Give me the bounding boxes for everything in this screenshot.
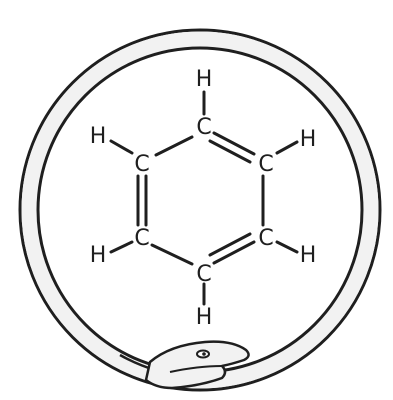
serpent-head [144, 340, 250, 390]
atom-h5: H [300, 243, 317, 268]
atom-h2: H [90, 124, 107, 149]
serpent-body-outer [18, 28, 382, 392]
bond-c4-c6-a [212, 240, 256, 265]
ouroboros-snake-icon [18, 28, 382, 392]
bonds [109, 90, 299, 306]
bond-c2-h2 [109, 139, 134, 155]
atom-h1: H [196, 67, 213, 92]
bond-c1-c3-b [208, 139, 252, 164]
atom-h6: H [196, 305, 213, 330]
bond-c1-c2 [154, 135, 194, 157]
atom-c3: C [258, 152, 273, 177]
atom-c5: C [134, 226, 149, 251]
atom-c6: C [196, 262, 211, 287]
bond-c5-h4 [109, 240, 134, 254]
serpent-pupil [202, 352, 206, 356]
atom-c2: C [134, 152, 149, 177]
bond-c4-h5 [275, 240, 299, 254]
bond-c5-c6 [150, 243, 194, 266]
serpent-jaw-line [169, 365, 223, 373]
bond-c4-c6-b [208, 232, 252, 257]
atom-c4: C [258, 226, 273, 251]
bond-c3-h3 [275, 140, 299, 155]
bond-c1-c3-a [212, 131, 256, 156]
atoms: C C C C C C H H H H H H [90, 67, 317, 330]
atom-h3: H [300, 127, 317, 152]
atom-h4: H [90, 243, 107, 268]
atom-c1: C [196, 115, 211, 140]
